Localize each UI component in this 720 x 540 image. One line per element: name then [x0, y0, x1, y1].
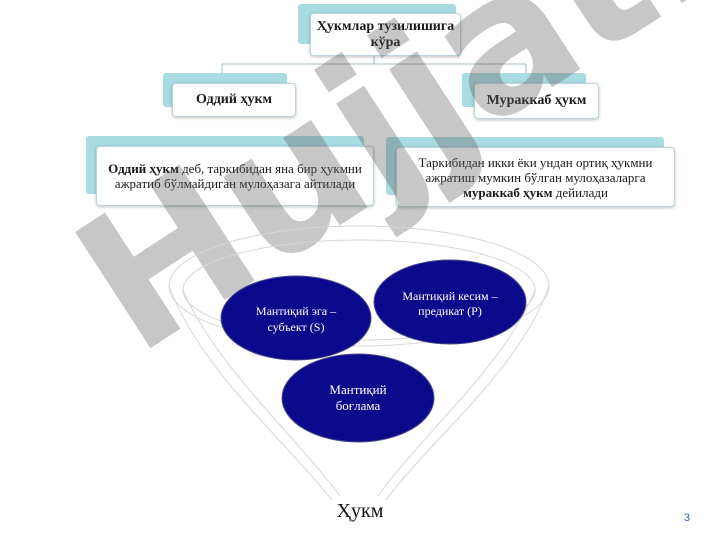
funnel-side-right-inner	[377, 289, 536, 497]
left-heading: Оддий ҳукм	[195, 92, 273, 107]
right-heading: Мураккаб ҳукм	[486, 93, 587, 108]
right-desc-bold: мураккаб ҳукм	[463, 184, 553, 200]
left-desc-rest: деб, таркибидан яна бир ҳукмни ажратиб б…	[114, 161, 362, 191]
circle-subject	[220, 275, 372, 361]
right-desc-node: Таркибидан икки ёки ундан ортиқ ҳукмни а…	[396, 147, 675, 207]
predicate-label: Мантиқий кесим –предикат (Р)	[402, 289, 498, 318]
left-heading-node: Оддий ҳукм	[172, 83, 296, 117]
right-desc-start: Таркибидан икки ёки ундан ортиқ ҳукмни а…	[418, 154, 653, 185]
circle-predicate	[373, 259, 527, 345]
left-desc-node: Оддий ҳукм деб, таркибидан яна бир ҳукмн…	[96, 146, 374, 206]
funnel-side-left	[168, 285, 333, 501]
right-desc-end: дейилади	[552, 184, 608, 200]
left-desc-text: Оддий ҳукм деб, таркибидан яна бир ҳукмн…	[105, 161, 365, 191]
root-title: Ҳукмлар тузилишига кўра	[316, 18, 455, 50]
circle-copula	[281, 353, 435, 443]
right-heading-node: Мураккаб ҳукм	[474, 83, 599, 119]
left-desc-bold: Оддий ҳукм	[108, 161, 179, 176]
funnel-side-left-inner	[182, 289, 341, 497]
right-desc-text: Таркибидан икки ёки ундан ортиқ ҳукмни а…	[405, 155, 666, 200]
root-node: Ҳукмлар тузилишига кўра	[310, 13, 461, 56]
subject-label: Мантиқий эга –субъект (S)	[256, 304, 337, 334]
funnel-side-right	[385, 285, 550, 501]
page-number: 3	[683, 512, 690, 524]
funnel-label: Ҳукм	[336, 500, 384, 522]
